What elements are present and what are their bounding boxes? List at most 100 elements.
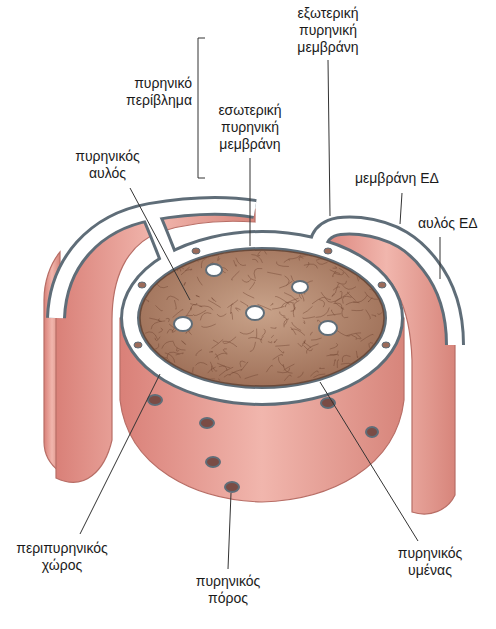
- chromatin-fiber: [341, 363, 353, 364]
- chromatin-fiber: [343, 296, 352, 303]
- chromatin-fiber: [245, 375, 258, 379]
- chromatin-fiber: [317, 259, 332, 264]
- chromatin-fiber: [284, 364, 295, 370]
- chromatin-fiber: [271, 327, 277, 328]
- chromatin-fiber: [303, 306, 313, 313]
- chromatin-fiber: [359, 277, 373, 279]
- chromatin-fiber: [310, 332, 312, 335]
- chromatin-fiber: [299, 257, 303, 260]
- chromatin-fiber: [361, 360, 363, 366]
- chromatin-fiber: [268, 341, 272, 343]
- membrane-outline: [56, 206, 455, 396]
- part-label: πυρηνικός αυλός: [60, 148, 155, 182]
- chromatin-fiber: [291, 327, 296, 335]
- chromatin-fiber: [208, 300, 221, 307]
- chromatin-fiber: [356, 273, 359, 282]
- chromatin-fiber: [173, 342, 185, 350]
- chromatin-fiber: [196, 362, 208, 365]
- chromatin-fiber: [337, 360, 339, 368]
- chromatin-fiber: [330, 270, 340, 274]
- chromatin-fiber: [369, 289, 383, 298]
- pore: [366, 427, 378, 437]
- chromatin-fiber: [217, 314, 226, 317]
- chromatin-fiber: [351, 335, 357, 339]
- chromatin-fiber: [176, 353, 184, 355]
- chromatin-fiber: [271, 335, 274, 338]
- chromatin-fiber: [169, 266, 184, 271]
- chromatin-fiber: [303, 317, 315, 319]
- chromatin-fiber: [298, 343, 303, 346]
- chromatin-fiber: [267, 272, 281, 275]
- chromatin-fiber: [224, 374, 231, 377]
- chromatin-fiber: [218, 256, 220, 260]
- chromatin-fiber: [219, 379, 227, 386]
- chromatin-fiber: [329, 380, 339, 383]
- chromatin-fiber: [162, 341, 174, 348]
- chromatin-fiber: [223, 349, 227, 354]
- chromatin-fiber: [333, 266, 337, 268]
- membrane-bands: [56, 206, 455, 396]
- chromatin-fiber: [356, 351, 357, 358]
- chromatin-fiber: [345, 243, 348, 253]
- chromatin-fiber: [240, 331, 254, 335]
- chromatin-fiber: [334, 359, 335, 366]
- chromatin-fiber: [372, 315, 376, 316]
- chromatin-fiber: [291, 329, 305, 335]
- chromatin-fiber: [335, 283, 339, 293]
- pore: [138, 282, 146, 288]
- chromatin-fiber: [274, 339, 277, 343]
- chromatin-fiber: [355, 251, 359, 260]
- chromatin-fiber: [240, 301, 248, 306]
- chromatin-fiber: [311, 338, 322, 340]
- leader-line: [440, 237, 441, 279]
- chromatin-fiber: [177, 348, 180, 352]
- chromatin-fiber: [284, 293, 297, 302]
- bracket: [198, 38, 205, 178]
- pore: [174, 317, 192, 331]
- chromatin-fiber: [181, 341, 185, 345]
- pore: [192, 248, 200, 254]
- chromatin-fiber: [250, 282, 255, 290]
- chromatin-fiber: [361, 334, 374, 341]
- chromatin-fiber: [337, 384, 345, 391]
- chromatin-fiber: [193, 310, 206, 315]
- chromatin-fiber: [151, 269, 163, 275]
- chromatin-fiber: [276, 262, 288, 267]
- chromatin-fiber: [212, 380, 219, 390]
- pore: [319, 321, 337, 335]
- chromatin-fiber: [236, 308, 241, 311]
- chromatin-fiber: [377, 381, 381, 389]
- chromatin-fiber: [212, 366, 213, 372]
- membrane-lumen: [56, 206, 455, 396]
- pore: [246, 306, 264, 320]
- chromatin-fiber: [174, 300, 176, 309]
- chromatin-fiber: [204, 378, 215, 380]
- chromatin-fiber: [364, 374, 378, 382]
- chromatin-fiber: [262, 329, 266, 337]
- inner-pores: [174, 264, 337, 335]
- chromatin-fiber: [279, 281, 292, 288]
- chromatin-fiber: [321, 253, 333, 263]
- chromatin-fiber: [336, 330, 350, 336]
- er-lumen: [150, 213, 170, 262]
- chromatin-fiber: [280, 312, 286, 317]
- chromatin-fiber: [149, 369, 158, 377]
- leader-line: [130, 188, 190, 300]
- part-label: πυρηνικός πόρος: [183, 573, 273, 607]
- pore: [292, 281, 308, 293]
- chromatin-fiber: [343, 371, 349, 376]
- chromatin-fiber: [201, 258, 206, 268]
- chromatin-fiber: [232, 372, 241, 378]
- chromatin-fiber: [243, 292, 254, 298]
- chromatin-fiber: [360, 261, 363, 270]
- chromatin-fiber: [167, 352, 179, 358]
- chromatin-fiber: [157, 357, 170, 364]
- chromatin-fiber: [196, 350, 202, 356]
- pore: [134, 342, 142, 348]
- chromatin-fiber: [330, 377, 340, 380]
- chromatin-fiber: [234, 260, 237, 266]
- chromatin-fiber: [182, 370, 188, 377]
- chromatin-fiber: [186, 254, 199, 261]
- leader-line: [320, 382, 418, 541]
